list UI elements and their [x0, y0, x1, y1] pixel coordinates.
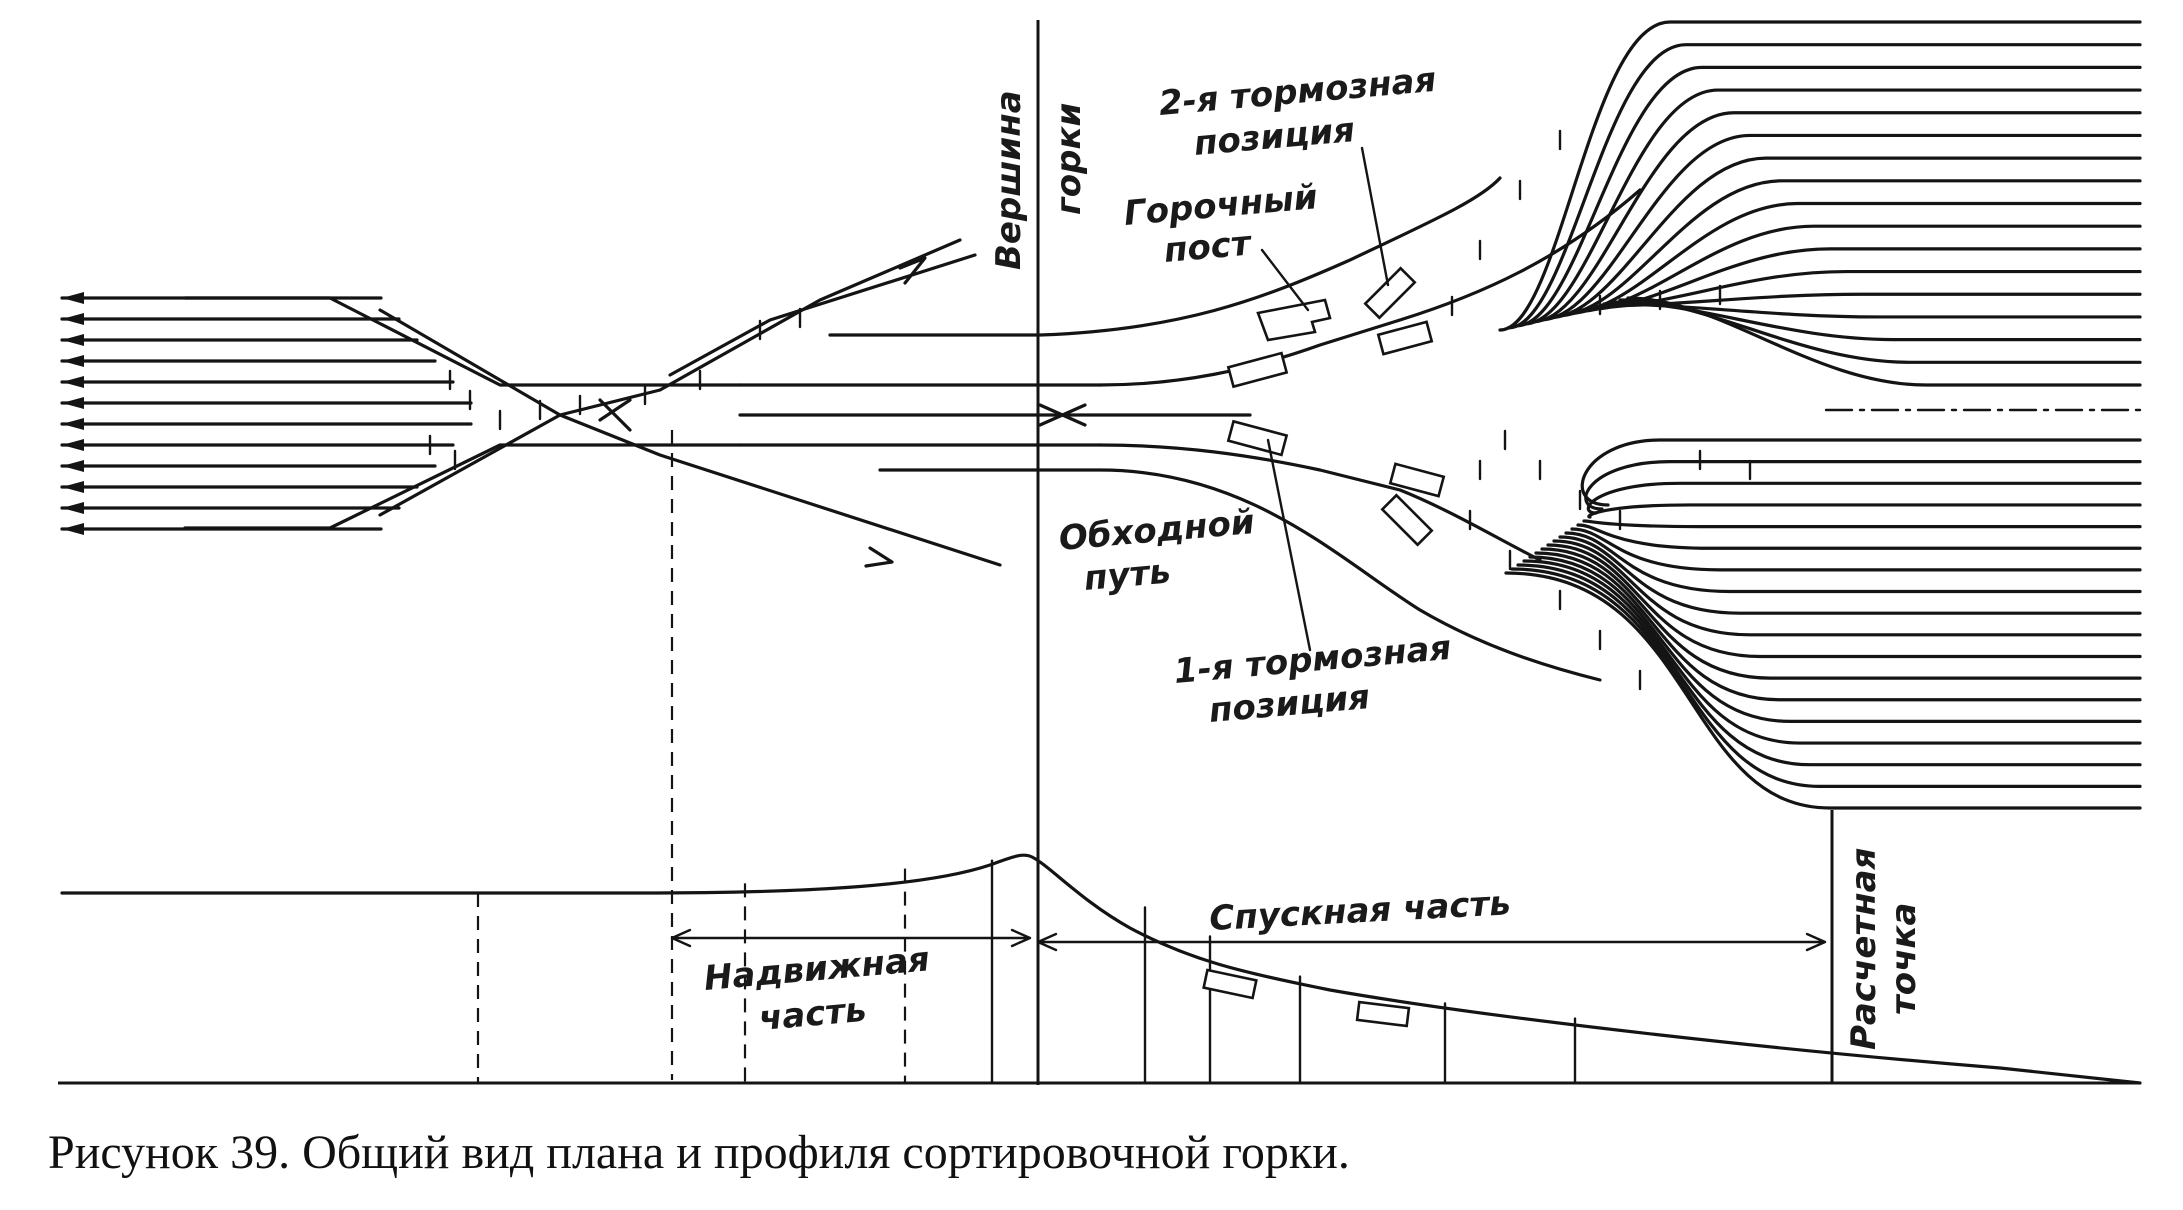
classification-track — [1506, 43, 2142, 330]
classification-track — [1626, 296, 2142, 387]
track-arrow-icon — [62, 481, 84, 493]
classification-track — [1514, 65, 2142, 328]
design-point-label-line2: точка — [1884, 903, 1924, 1015]
hump-profile — [58, 810, 2142, 1085]
classification-track — [1564, 531, 2142, 594]
track-arrow-icon — [62, 418, 84, 430]
track-arrow-icon — [62, 355, 84, 367]
post-label-line2: пост — [1162, 223, 1254, 271]
classification-track — [1540, 547, 2142, 680]
hump-throat-tracks — [598, 176, 1642, 682]
track-arrow-icon — [62, 397, 84, 409]
classification-track — [1552, 539, 2142, 637]
classification-yard-fan — [1498, 20, 2142, 810]
switch-ties — [428, 129, 1752, 691]
track-arrow-icon — [62, 292, 84, 304]
track-arrow-icon — [62, 313, 84, 325]
classification-track — [1522, 559, 2142, 745]
classification-track — [1498, 20, 2142, 332]
classification-track — [1538, 133, 2142, 322]
classification-track — [1570, 527, 2142, 572]
classification-track — [1610, 300, 2142, 342]
track-arrow-icon — [62, 439, 84, 451]
classification-track — [1546, 156, 2142, 320]
design-point-label-line1: Расчетная — [1844, 848, 1884, 1050]
classification-track — [1584, 460, 2142, 511]
classification-track — [1576, 523, 2142, 550]
classification-track — [1534, 551, 2142, 702]
direction-arrows — [864, 256, 927, 568]
classification-track — [1582, 519, 2142, 529]
classification-track — [1510, 567, 2142, 788]
track-arrow-icon — [62, 376, 84, 388]
classification-track — [1618, 298, 2142, 364]
push-label-line2: часть — [757, 990, 868, 1039]
track-arrow-icon — [62, 502, 84, 514]
classification-track — [1580, 438, 2142, 507]
summit-label-line1: Вершина — [989, 90, 1029, 270]
track-arrow-icon — [62, 460, 84, 472]
track-arrow-icon — [62, 523, 84, 535]
descent-label: Спускная часть — [1208, 883, 1511, 939]
receiving-yard-ladders — [183, 238, 1002, 567]
track-arrow-icon — [62, 334, 84, 346]
classification-track — [1504, 571, 2142, 810]
classification-track — [1558, 535, 2142, 615]
classification-track — [1546, 543, 2142, 659]
figure-caption: Рисунок 39. Общий вид плана и профиля со… — [48, 1126, 1350, 1179]
bypass-label-line1: Обходной — [1057, 502, 1256, 559]
summit-label-line2: горки — [1049, 103, 1089, 215]
classification-track — [1516, 563, 2142, 767]
bypass-label-line2: путь — [1082, 552, 1172, 599]
classification-track — [1522, 88, 2142, 326]
classification-track — [1528, 555, 2142, 724]
brake-retarders — [1226, 266, 1446, 547]
classification-track — [1530, 111, 2142, 324]
push-label-line1: Надвижная — [702, 939, 931, 999]
classification-track — [1587, 503, 2142, 519]
classification-track — [1586, 481, 2142, 515]
